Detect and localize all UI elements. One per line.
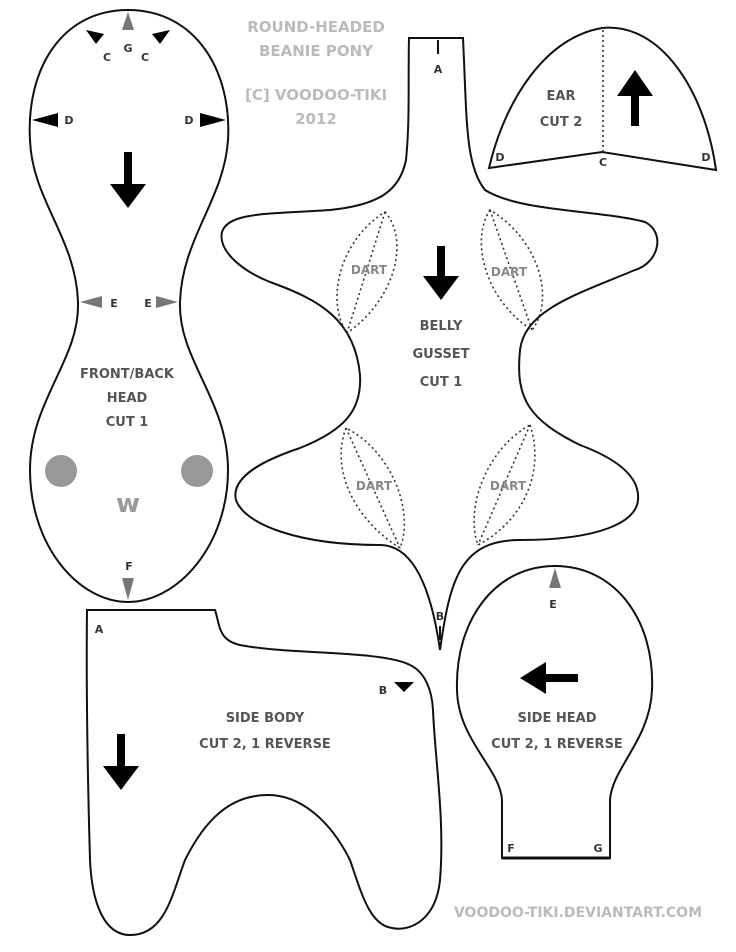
- grain-arrow-down-icon: [103, 734, 139, 790]
- notch-e-right: [156, 296, 178, 308]
- year: 2012: [295, 110, 337, 128]
- deviantart-url: VOODOO-TIKI.DEVIANTART.COM: [454, 905, 702, 921]
- grain-arrow-left-icon: [520, 662, 578, 694]
- marker-f-side-head: F: [507, 842, 515, 855]
- piece-side-body: A B SIDE BODY CUT 2, 1 REVERSE: [85, 609, 443, 937]
- front-back-head-outline: [28, 8, 230, 604]
- marker-e-side-head: E: [549, 598, 557, 611]
- dart-label-top-right: DART: [491, 265, 528, 279]
- piece-side-head: E F G SIDE HEAD CUT 2, 1 REVERSE: [455, 564, 654, 860]
- notch-b-side-body: [394, 682, 414, 692]
- marker-g: G: [123, 42, 132, 55]
- side-body-cut: CUT 2, 1 REVERSE: [199, 737, 331, 752]
- mouth-w: w: [116, 489, 140, 519]
- piece-ear: D C D EAR CUT 2: [487, 26, 718, 172]
- marker-d-ear-left: D: [495, 151, 504, 164]
- grain-arrow-up-icon: [617, 70, 653, 126]
- grain-arrow-down-icon: [423, 246, 459, 300]
- notch-d-right: [200, 113, 226, 127]
- belly-gusset-outline: [220, 37, 659, 651]
- dart-outline-bottom-right: [473, 423, 536, 547]
- dart-label-top-left: DART: [351, 263, 388, 277]
- marker-c-ear: C: [599, 156, 607, 169]
- dart-outline-top-right: [480, 208, 544, 332]
- title-line-2: BEANIE PONY: [259, 42, 374, 60]
- piece-belly-gusset: A B DART DART DART DART BELLY GUSSET CUT…: [220, 37, 659, 651]
- belly-gusset-cut: CUT 1: [420, 375, 463, 390]
- marker-b-belly: B: [436, 610, 444, 623]
- grain-arrow-down-icon: [110, 152, 146, 208]
- notch-c-right: [152, 30, 170, 44]
- ear-outline: [487, 26, 718, 172]
- marker-d-right: D: [184, 114, 193, 127]
- marker-d-ear-right: D: [701, 151, 710, 164]
- notch-e-side-head: [549, 568, 561, 588]
- side-head-name: SIDE HEAD: [517, 711, 596, 726]
- marker-f: F: [125, 560, 133, 573]
- piece-front-back-head: G C C D D E E F FRONT/BACK HEAD CUT 1 w: [28, 8, 230, 604]
- notch-g-top: [122, 12, 134, 30]
- notch-e-left: [80, 296, 102, 308]
- side-body-name: SIDE BODY: [226, 711, 305, 726]
- title-line-1: ROUND-HEADED: [247, 18, 385, 36]
- front-back-head-name-2: HEAD: [107, 391, 148, 406]
- cheek-left: [45, 455, 77, 487]
- ear-cut: CUT 2: [540, 115, 583, 130]
- cheek-right: [181, 455, 213, 487]
- marker-c-right: C: [141, 51, 149, 64]
- front-back-head-name: FRONT/BACK: [80, 367, 175, 382]
- side-body-outline: [85, 609, 443, 937]
- belly-gusset-name: BELLY: [420, 319, 463, 334]
- dart-outline-top-left: [336, 210, 398, 335]
- credit-line: [C] VOODOO-TIKI: [245, 86, 387, 104]
- notch-c-left: [86, 30, 104, 44]
- dart-label-bottom-right: DART: [490, 479, 527, 493]
- dart-outline-bottom-left: [340, 426, 406, 550]
- marker-b-side-body: B: [379, 684, 387, 697]
- marker-e-right: E: [144, 297, 152, 310]
- marker-e-left: E: [110, 297, 118, 310]
- belly-gusset-name-2: GUSSET: [412, 347, 469, 362]
- marker-a-belly: A: [434, 63, 443, 76]
- marker-g-side-head: G: [593, 842, 602, 855]
- notch-f: [122, 578, 134, 600]
- dart-label-bottom-left: DART: [356, 479, 393, 493]
- marker-d-left: D: [64, 114, 73, 127]
- marker-a-side-body: A: [95, 623, 104, 636]
- ear-name: EAR: [547, 89, 576, 104]
- front-back-head-cut: CUT 1: [106, 415, 149, 430]
- side-head-cut: CUT 2, 1 REVERSE: [491, 737, 623, 752]
- notch-d-left: [32, 113, 58, 127]
- marker-c-left: C: [103, 51, 111, 64]
